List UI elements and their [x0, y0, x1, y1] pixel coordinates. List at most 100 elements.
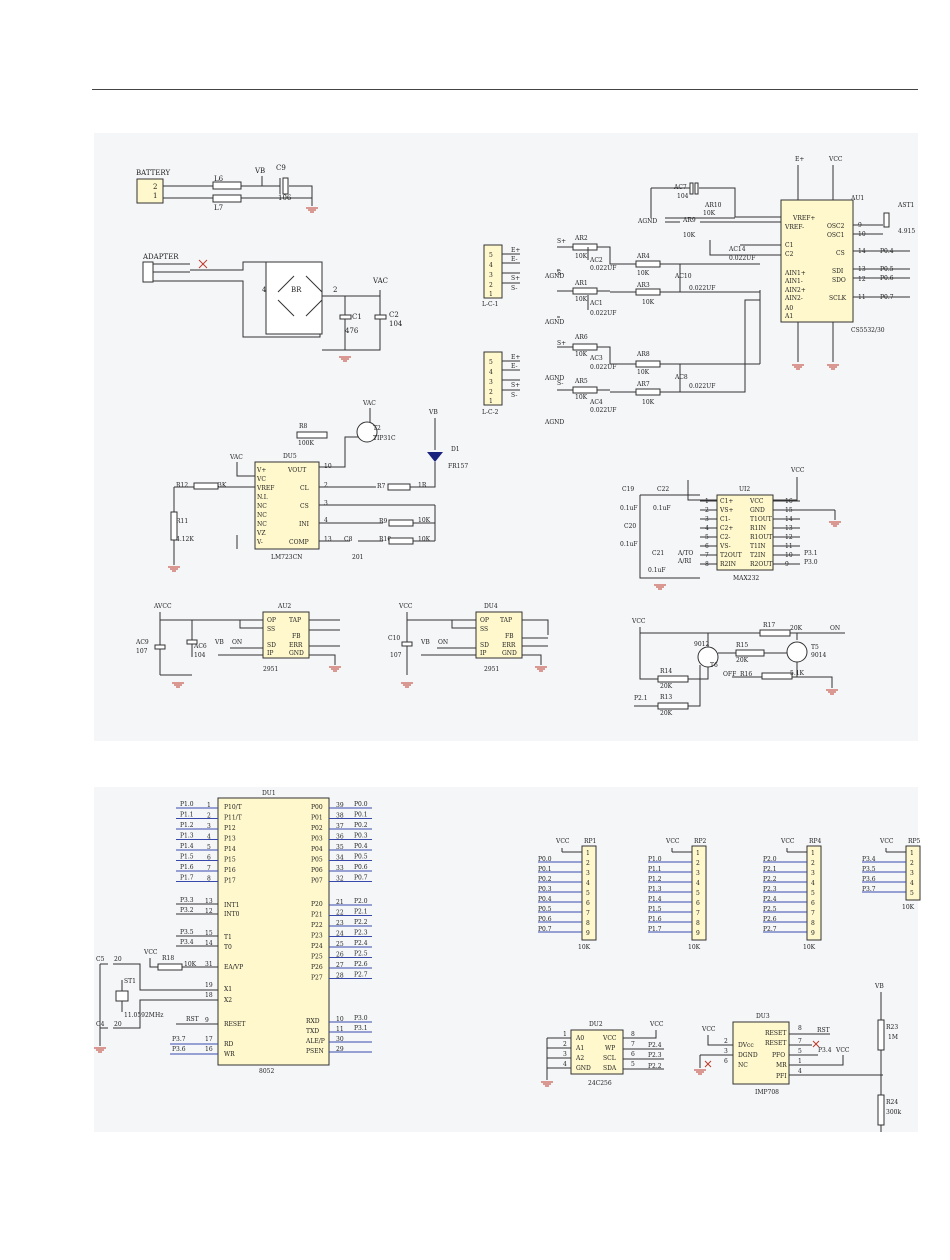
- svg-text:5: 5: [489, 359, 493, 366]
- svg-text:DGND: DGND: [738, 1052, 758, 1059]
- max232-pin-label: C1-: [720, 516, 730, 523]
- mcu-pin-number: 24: [336, 931, 344, 938]
- svg-text:WR: WR: [224, 1051, 235, 1058]
- svg-text:0.022UF: 0.022UF: [689, 285, 715, 292]
- resistor-pack-rp2: RP2VCC10K123456789P1.0P1.1P1.2P1.3P1.4P1…: [648, 838, 707, 951]
- svg-text:FB: FB: [292, 633, 301, 640]
- resistor-pack-net-label: P3.5: [862, 866, 876, 873]
- svg-text:VREF+: VREF+: [792, 215, 815, 222]
- svg-text:CS: CS: [836, 250, 845, 257]
- svg-text:0.022UF: 0.022UF: [689, 383, 715, 390]
- resistor-pack-pin-number: 2: [586, 860, 590, 867]
- resistor-pack-pin-number: 5: [586, 890, 590, 897]
- svg-text:104: 104: [194, 652, 206, 659]
- svg-text:3: 3: [724, 1048, 728, 1055]
- mcu-pin-number: 23: [336, 920, 344, 927]
- mcu-pin-label: P24: [311, 943, 323, 950]
- mcu-net-label: P2.0: [354, 898, 368, 905]
- svg-text:A2: A2: [575, 1055, 584, 1062]
- svg-text:P3.7: P3.7: [172, 1036, 186, 1043]
- mcu-net-label: P2.2: [354, 919, 368, 926]
- svg-text:2951: 2951: [484, 666, 499, 673]
- resistor-pack-net-label: P1.3: [648, 886, 662, 893]
- svg-text:S-: S-: [557, 270, 563, 277]
- mcu-pin-label: ALE/P: [305, 1038, 325, 1045]
- svg-text:15: 15: [205, 930, 213, 937]
- mcu-pin-number: 33: [336, 865, 344, 872]
- inductor-l6: [212, 181, 242, 190]
- max232-pin-label: C1+: [720, 498, 733, 505]
- svg-text:AC10: AC10: [674, 273, 692, 280]
- svg-text:AC7: AC7: [673, 184, 687, 191]
- svg-text:SDI: SDI: [832, 268, 844, 275]
- svg-text:AIN1+: AIN1+: [784, 270, 806, 277]
- svg-text:VCC: VCC: [649, 1021, 664, 1028]
- svg-text:10K: 10K: [637, 270, 650, 277]
- resistor-pack-net-label: P0.2: [538, 876, 552, 883]
- resistor-pack-net-label: P3.6: [862, 876, 876, 883]
- adapter-jack: [142, 261, 154, 283]
- battery-pin-1: 1: [153, 192, 157, 200]
- mcu-pin-label: P06: [311, 867, 323, 874]
- svg-text:UI2: UI2: [739, 486, 750, 493]
- resistor-pack-net-label: P1.1: [648, 866, 662, 873]
- svg-text:0.1uF: 0.1uF: [648, 567, 666, 574]
- mcu-net-label: P2.3: [354, 930, 368, 937]
- mcu-pin-number: 4: [207, 834, 211, 841]
- mcu-pin-label: P07: [311, 878, 323, 885]
- svg-text:C8: C8: [344, 536, 353, 543]
- l6-label: L6: [214, 175, 224, 183]
- svg-text:0.022UF: 0.022UF: [590, 364, 616, 371]
- resistor-pack-pin-number: 3: [910, 870, 914, 877]
- max232-pin-label: C2+: [720, 525, 733, 532]
- svg-text:VCC: VCC: [602, 1035, 617, 1042]
- svg-text:P0.5: P0.5: [880, 266, 894, 273]
- resistor-pack-net-label: P2.4: [763, 896, 777, 903]
- svg-text:P3.4: P3.4: [818, 1047, 832, 1054]
- svg-text:1: 1: [489, 291, 493, 298]
- mcu-pin-label: P13: [224, 836, 236, 843]
- svg-text:SS: SS: [480, 626, 488, 633]
- svg-text:107: 107: [136, 648, 148, 655]
- bridge-pin-2: 2: [333, 286, 337, 294]
- resistor-pack-net-label: P2.5: [763, 906, 777, 913]
- svg-text:T2: T2: [373, 425, 381, 432]
- svg-text:9: 9: [205, 1017, 209, 1024]
- svg-text:E+: E+: [511, 354, 520, 361]
- svg-text:4.12K: 4.12K: [176, 536, 194, 543]
- inductor-l7: [212, 194, 242, 203]
- max232-pin-label: R1OUT: [750, 534, 772, 541]
- svg-text:201: 201: [352, 554, 363, 561]
- svg-text:AIN1-: AIN1-: [784, 278, 803, 285]
- svg-text:C1: C1: [785, 242, 793, 249]
- svg-text:OP: OP: [267, 617, 276, 624]
- svg-text:100K: 100K: [298, 440, 314, 447]
- svg-text:AC2: AC2: [589, 257, 603, 264]
- svg-text:VCC: VCC: [701, 1026, 716, 1033]
- svg-text:TIP31C: TIP31C: [373, 435, 396, 442]
- resistor-pack-value: 10K: [902, 904, 915, 911]
- svg-text:RD: RD: [224, 1041, 234, 1048]
- adc-input-filter-1: S+ AR2 10K AC2 0.022UF AR4 10K AC10 0.02…: [544, 235, 760, 326]
- mcu-net-label: P1.5: [180, 854, 194, 861]
- svg-text:C19: C19: [622, 486, 634, 493]
- lc2-label: L-C-2: [482, 409, 499, 416]
- resistor-pack-net-label: P0.6: [538, 916, 552, 923]
- mcu-net-label: P0.0: [354, 801, 368, 808]
- svg-text:P3.0: P3.0: [804, 559, 818, 566]
- mcu-pin-number: 1: [207, 802, 211, 809]
- load-cell-connector-2: 5 4 3 2 1 L-C-2 E+ E- S+ S-: [482, 351, 520, 416]
- adapter-bridge-circuit: ADAPTER BR 4 2 VAC C1 476 C2 104: [142, 253, 403, 362]
- svg-text:NC: NC: [257, 503, 267, 510]
- svg-text:AC14: AC14: [728, 246, 746, 253]
- resistor-pack-pin-number: 6: [811, 900, 815, 907]
- c1-label: C1: [352, 313, 362, 321]
- resistor-pack-pin-number: 6: [696, 900, 700, 907]
- mcu-net-label: P0.5: [354, 854, 368, 861]
- svg-text:OSC2: OSC2: [827, 223, 845, 230]
- svg-text:VB: VB: [874, 983, 884, 990]
- svg-text:RST: RST: [186, 1016, 199, 1023]
- svg-text:1: 1: [798, 1058, 802, 1065]
- svg-text:IP: IP: [480, 650, 486, 657]
- svg-text:N.I.: N.I.: [257, 494, 268, 501]
